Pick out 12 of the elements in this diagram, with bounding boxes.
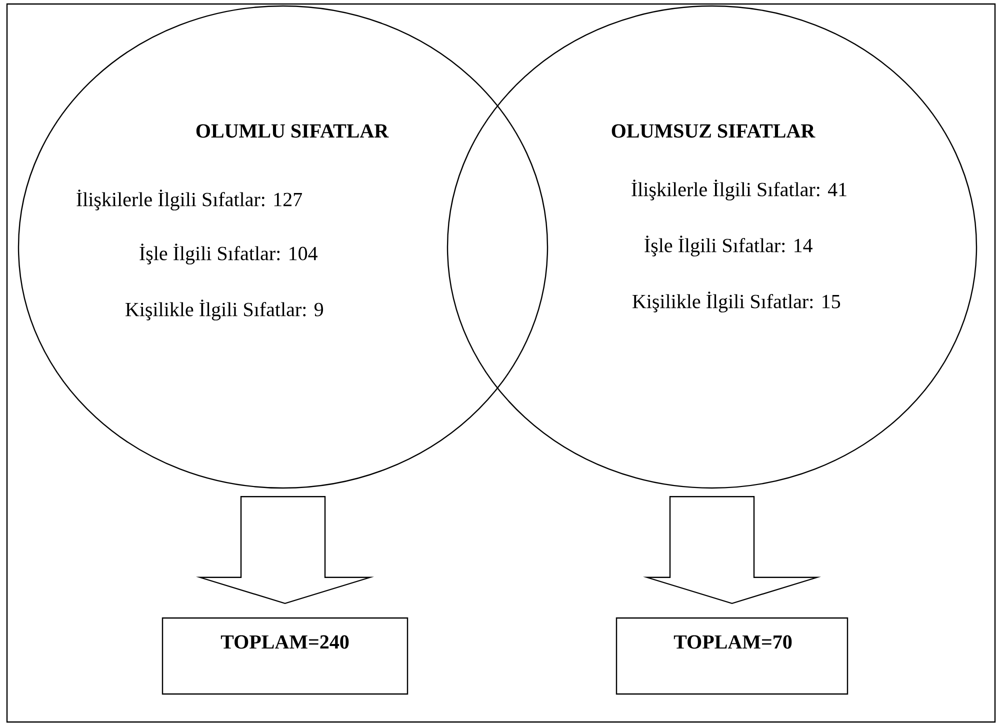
category-count: İlişkilerle İlgili Sıfatlar: 41 — [632, 180, 846, 200]
category-count: İşle İlgili Sıfatlar: 14 — [644, 236, 812, 256]
heading: OLUMLU SIFATLAR — [196, 124, 389, 138]
total-label: TOPLAM=240 — [220, 635, 349, 649]
category-count: Kişilikle İlgili Sıfatlar: 15 — [632, 292, 840, 312]
block-arrow — [642, 496, 822, 604]
category-count: Kişilikle İlgili Sıfatlar: 9 — [126, 300, 324, 320]
heading: OLUMSUZ SIFATLAR — [612, 124, 816, 138]
total-label: TOPLAM=70 — [674, 635, 792, 649]
category-count: İlişkilerle İlgili Sıfatlar: 127 — [76, 190, 302, 210]
category-count: İşle İlgili Sıfatlar: 104 — [140, 244, 318, 264]
block-arrow — [196, 496, 374, 604]
